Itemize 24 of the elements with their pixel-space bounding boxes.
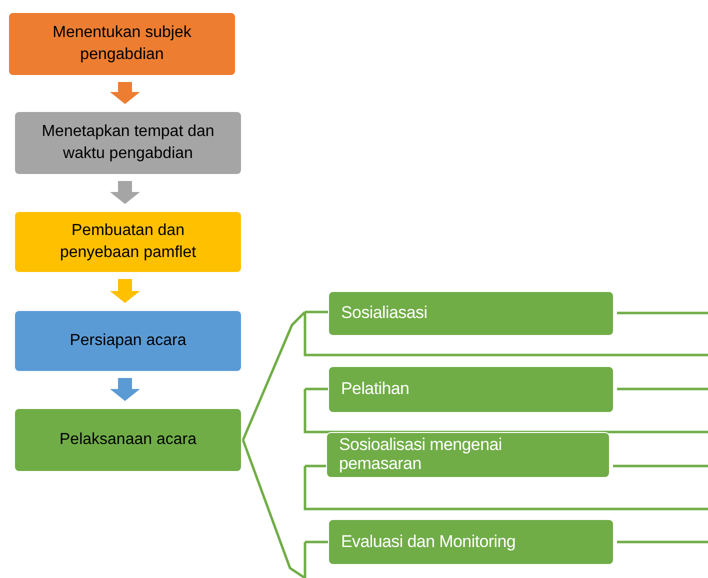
step-label: Evaluasi dan Monitoring [341, 532, 516, 552]
process-box [328, 366, 614, 413]
step-label: Menentukan subjek pengabdian [52, 23, 192, 65]
step-label: Pelaksanaan acara [60, 430, 196, 450]
process-box [14, 408, 242, 472]
process-box [14, 111, 242, 175]
block-arrow [110, 279, 140, 303]
process-box [326, 432, 610, 478]
connector-line [242, 311, 306, 440]
step-label: Pelatihan [341, 380, 410, 399]
process-box [14, 310, 242, 372]
connector-line [242, 440, 306, 578]
block-arrow [110, 378, 140, 401]
step-label: Pembuatan dan penyebaan pamflet [58, 221, 198, 263]
block-arrow [110, 82, 140, 104]
process-box [328, 291, 614, 336]
process-box [14, 211, 242, 273]
step-label: Menetapkan tempat dan waktu pengabdian [40, 122, 216, 164]
block-arrow [110, 181, 140, 204]
step-label: Sosialiasasi [341, 304, 428, 323]
step-label: Persiapan acara [70, 331, 186, 352]
process-box [8, 12, 236, 76]
process-box [328, 519, 614, 565]
step-label: Sosioalisasi mengenai pemasaran [339, 436, 503, 474]
